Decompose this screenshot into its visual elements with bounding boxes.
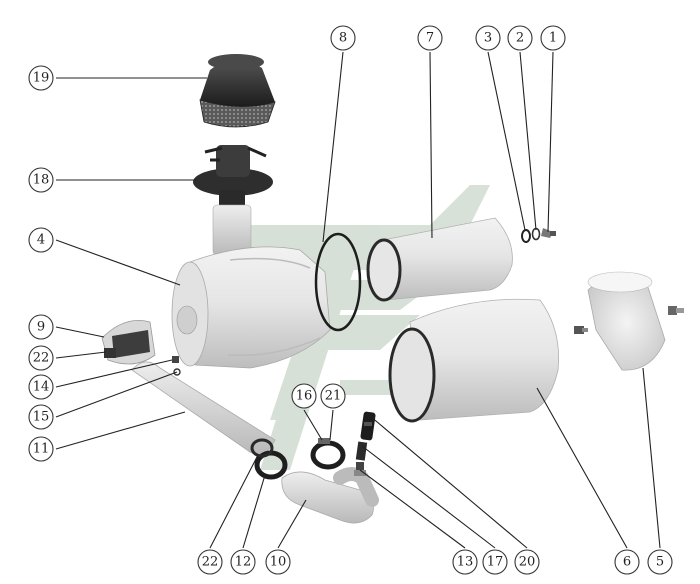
callout-9-label: 9 bbox=[37, 320, 45, 335]
callout-14-label: 14 bbox=[33, 380, 50, 395]
callout-22b: 22 bbox=[197, 549, 223, 575]
intake-tube-part bbox=[131, 361, 276, 455]
leader-3 bbox=[487, 51, 526, 231]
callout-12-label: 12 bbox=[235, 555, 252, 570]
callout-10-label: 10 bbox=[270, 555, 287, 570]
callout-11: 11 bbox=[28, 436, 54, 462]
callout-7: 7 bbox=[417, 25, 443, 51]
callout-3: 3 bbox=[475, 25, 501, 51]
callout-8: 8 bbox=[330, 25, 356, 51]
callout-3-label: 3 bbox=[484, 31, 492, 46]
callout-16: 16 bbox=[291, 383, 317, 409]
callout-14: 14 bbox=[28, 374, 54, 400]
callout-10: 10 bbox=[265, 549, 291, 575]
callout-20-label: 20 bbox=[519, 555, 536, 570]
leader-22a bbox=[55, 351, 107, 359]
end-cover-bolt bbox=[668, 306, 684, 315]
leader-14 bbox=[55, 359, 173, 388]
hose-fitting-14-part bbox=[172, 356, 179, 363]
callout-1-label: 1 bbox=[549, 31, 557, 46]
hose-clamp-16-part bbox=[310, 438, 346, 470]
callout-15-label: 15 bbox=[33, 410, 50, 425]
callout-16-label: 16 bbox=[296, 389, 313, 404]
callout-6: 6 bbox=[614, 549, 640, 575]
callout-7-label: 7 bbox=[426, 31, 434, 46]
leader-12 bbox=[242, 474, 266, 549]
callout-19: 19 bbox=[28, 65, 54, 91]
callout-5-label: 5 bbox=[656, 555, 664, 570]
end-cover-nut bbox=[574, 326, 588, 334]
callout-8-label: 8 bbox=[339, 31, 347, 46]
fitting-13-part bbox=[354, 462, 366, 476]
inner-filter-element-part bbox=[366, 217, 513, 302]
callout-15: 15 bbox=[28, 404, 54, 430]
intake-stem bbox=[212, 204, 252, 256]
housing-seal-ring-part bbox=[314, 232, 362, 332]
wing-nut-part bbox=[541, 228, 556, 238]
callout-5: 5 bbox=[647, 549, 673, 575]
leader-13 bbox=[359, 469, 466, 549]
leader-2 bbox=[519, 51, 537, 231]
callout-20: 20 bbox=[514, 549, 540, 575]
vacuator-valve-20-part bbox=[360, 411, 376, 441]
leader-4 bbox=[55, 239, 181, 286]
precleaner-cap-part bbox=[199, 54, 276, 128]
leader-20 bbox=[369, 415, 528, 549]
callout-6-label: 6 bbox=[623, 555, 631, 570]
intake-hood-part bbox=[101, 319, 156, 365]
tube-clamp-12-part bbox=[250, 438, 288, 480]
outer-filter-element-part bbox=[388, 298, 559, 423]
leader-11 bbox=[55, 411, 186, 450]
leader-lines bbox=[55, 51, 661, 549]
leader-8 bbox=[322, 51, 344, 243]
callout-21-label: 21 bbox=[325, 389, 342, 404]
precleaner-base-part bbox=[193, 145, 273, 208]
leader-1 bbox=[547, 51, 554, 233]
leader-9 bbox=[55, 326, 105, 338]
callout-22b-label: 22 bbox=[202, 555, 219, 570]
callout-4: 4 bbox=[28, 227, 54, 253]
callout-1: 1 bbox=[540, 25, 566, 51]
callout-13: 13 bbox=[452, 549, 478, 575]
leader-21 bbox=[329, 409, 334, 441]
leader-22b bbox=[209, 454, 259, 549]
washer-15-part bbox=[173, 368, 181, 376]
leader-10 bbox=[277, 499, 307, 549]
callout-9: 9 bbox=[28, 314, 54, 340]
callout-13-label: 13 bbox=[457, 555, 474, 570]
callout-22a-label: 22 bbox=[33, 351, 50, 366]
small-o-ring-3-part bbox=[521, 229, 531, 243]
callout-12: 12 bbox=[230, 549, 256, 575]
callout-17: 17 bbox=[482, 549, 508, 575]
callout-4-label: 4 bbox=[37, 233, 45, 248]
callout-2: 2 bbox=[507, 25, 533, 51]
leader-15 bbox=[55, 371, 178, 418]
leader-17 bbox=[361, 445, 496, 549]
callout-11-label: 11 bbox=[33, 442, 50, 457]
callout-21: 21 bbox=[320, 383, 346, 409]
callout-2-label: 2 bbox=[516, 31, 524, 46]
end-cover-part bbox=[574, 271, 684, 371]
leader-16 bbox=[303, 409, 323, 441]
callout-19-label: 19 bbox=[33, 71, 50, 86]
air-cleaner-housing-part bbox=[171, 246, 331, 369]
callout-22a: 22 bbox=[28, 345, 54, 371]
fitting-17-part bbox=[355, 441, 368, 461]
leader-6 bbox=[536, 387, 628, 549]
callout-17-label: 17 bbox=[487, 555, 504, 570]
callout-18: 18 bbox=[28, 167, 54, 193]
callouts: 1 2 3 4 5 6 7 8 9 10 11 12 13 14 15 16 1… bbox=[28, 25, 673, 575]
callout-18-label: 18 bbox=[33, 173, 50, 188]
leader-5 bbox=[642, 367, 661, 549]
elbow-hose-part bbox=[281, 467, 379, 524]
small-o-ring-2-part bbox=[531, 227, 541, 241]
leader-7 bbox=[429, 51, 433, 239]
